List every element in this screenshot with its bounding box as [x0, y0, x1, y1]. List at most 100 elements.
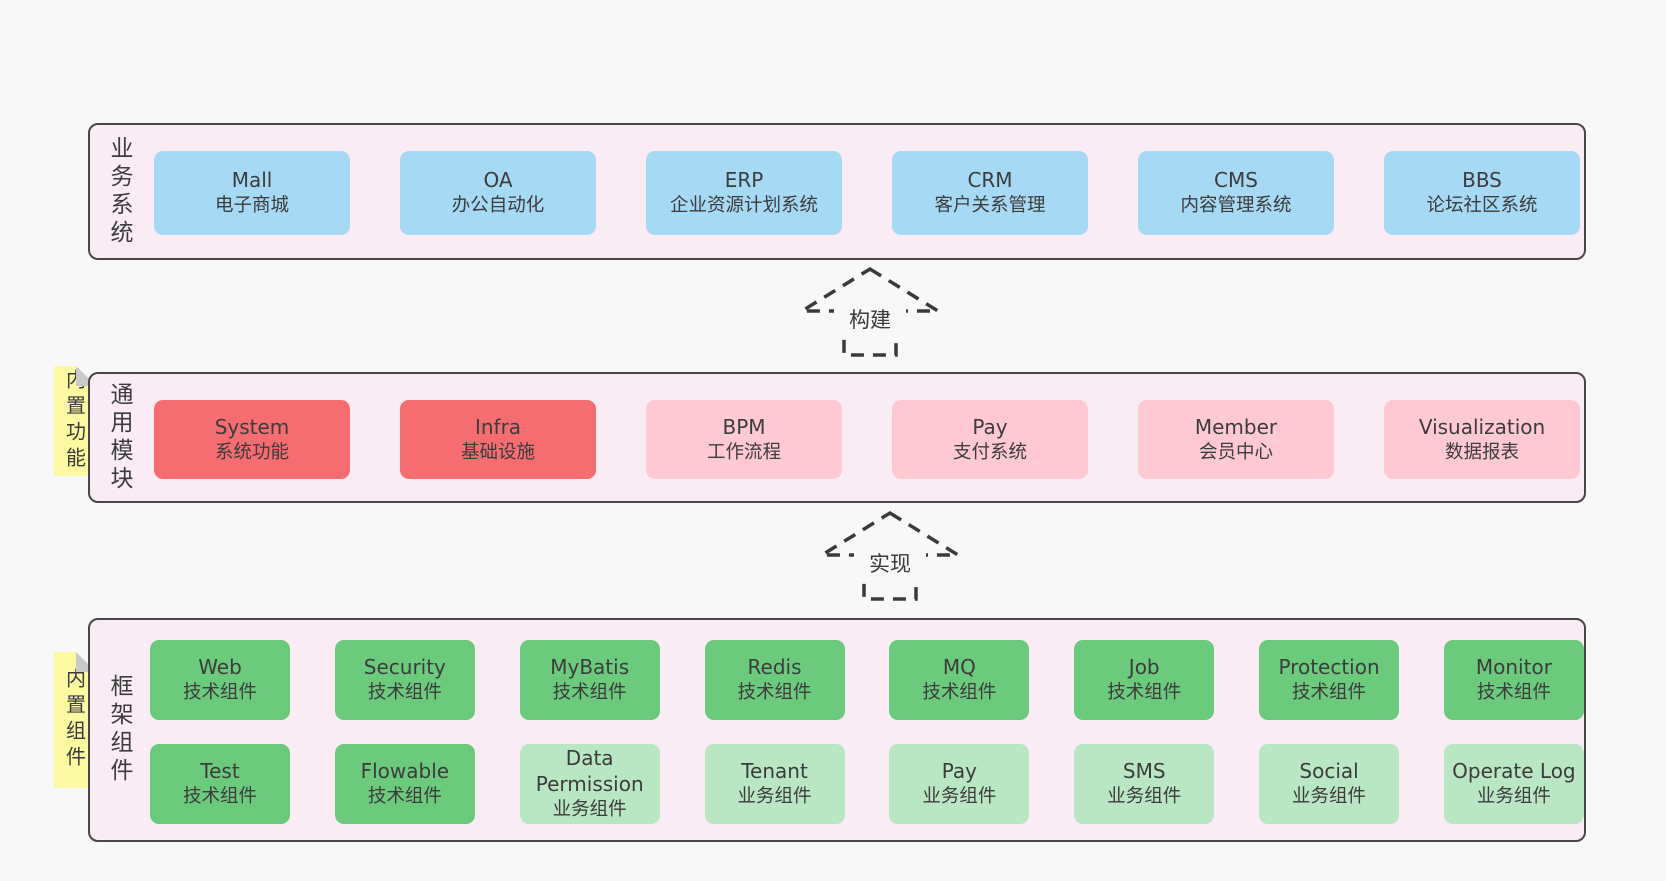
node-security: Security 技术组件 — [334, 640, 475, 720]
node-subtitle: 基础设施 — [460, 441, 535, 463]
node-title: Security — [363, 655, 446, 679]
node-title: Flowable — [360, 759, 450, 783]
node-erp: ERP 企业资源计划系统 — [646, 151, 842, 235]
node-title: Mall — [231, 168, 273, 192]
node-subtitle: 业务组件 — [1107, 786, 1182, 807]
layer-business-systems-label: 业务系统 — [106, 135, 132, 248]
node-crm: CRM 客户关系管理 — [892, 151, 1088, 235]
node-redis: Redis 技术组件 — [704, 640, 845, 720]
node-data-permission: Data Permission 业务组件 — [519, 744, 660, 824]
layer-common-modules-label: 通用模块 — [106, 381, 132, 494]
node-protection: Protection 技术组件 — [1259, 640, 1400, 720]
node-title: System — [214, 414, 290, 439]
node-subtitle: 电子商城 — [214, 195, 289, 216]
common-modules-row: System 系统功能 Infra 基础设施 BPM 工作流程 Pay 支付系统… — [154, 400, 1580, 479]
arrow-implement-label: 实现 — [869, 552, 911, 576]
node-title: Pay — [972, 414, 1008, 439]
node-subtitle: 技术组件 — [552, 682, 627, 703]
node-operate-log: Operate Log 业务组件 — [1443, 744, 1584, 824]
node-title: ERP — [724, 168, 764, 192]
node-title: Operate Log — [1452, 759, 1576, 783]
node-subtitle: 会员中心 — [1198, 441, 1273, 463]
sticky-note-built-in-features-label: 内置功能 — [62, 369, 87, 473]
node-subtitle: 数据报表 — [1444, 441, 1519, 463]
node-flowable: Flowable 技术组件 — [334, 744, 475, 824]
node-subtitle: 论坛社区系统 — [1426, 195, 1538, 216]
layer-business-systems: 业务系统 Mall 电子商城 OA 办公自动化 ERP 企业资源计划系统 CRM… — [88, 123, 1586, 260]
node-mq: MQ 技术组件 — [889, 640, 1030, 720]
node-title: Data Permission — [535, 746, 644, 796]
node-bpm: BPM 工作流程 — [646, 400, 842, 479]
node-title: Test — [200, 759, 240, 783]
node-title: OA — [483, 168, 513, 192]
arrow-build-icon: 构建 — [797, 266, 943, 357]
node-subtitle: 技术组件 — [182, 682, 257, 703]
node-title: Pay — [941, 759, 977, 783]
node-tenant: Tenant 业务组件 — [704, 744, 845, 824]
node-title: CRM — [967, 168, 1013, 192]
layer-common-modules: 通用模块 System 系统功能 Infra 基础设施 BPM 工作流程 Pay… — [88, 372, 1586, 503]
node-subtitle: 技术组件 — [1107, 682, 1182, 703]
node-monitor: Monitor 技术组件 — [1443, 640, 1584, 720]
layer-framework-components: 框架组件 Web 技术组件 Security 技术组件 MyBatis 技术组件… — [88, 618, 1586, 842]
business-systems-row: Mall 电子商城 OA 办公自动化 ERP 企业资源计划系统 CRM 客户关系… — [154, 151, 1580, 235]
node-cms: CMS 内容管理系统 — [1138, 151, 1334, 235]
node-title: Web — [198, 655, 242, 679]
node-subtitle: 业务组件 — [552, 799, 627, 820]
node-system: System 系统功能 — [154, 400, 350, 479]
layer-framework-components-label: 框架组件 — [106, 674, 132, 786]
node-sms: SMS 业务组件 — [1074, 744, 1215, 824]
arrow-build-label: 构建 — [849, 308, 891, 332]
node-subtitle: 系统功能 — [214, 441, 289, 463]
node-title: BBS — [1462, 168, 1502, 192]
node-title: Monitor — [1475, 655, 1552, 679]
node-visualization: Visualization 数据报表 — [1384, 400, 1580, 479]
node-infra: Infra 基础设施 — [400, 400, 596, 479]
node-title: Tenant — [741, 759, 808, 783]
node-title: Job — [1128, 655, 1160, 679]
node-pay-system: Pay 支付系统 — [892, 400, 1088, 479]
node-subtitle: 业务组件 — [737, 786, 812, 807]
node-title: SMS — [1122, 759, 1166, 783]
node-subtitle: 技术组件 — [1476, 682, 1551, 703]
node-title: Member — [1194, 414, 1278, 439]
node-mybatis: MyBatis 技术组件 — [519, 640, 660, 720]
node-subtitle: 技术组件 — [367, 682, 442, 703]
node-subtitle: 技术组件 — [922, 682, 997, 703]
node-title: Infra — [474, 414, 522, 439]
node-subtitle: 业务组件 — [1292, 786, 1367, 807]
node-test: Test 技术组件 — [150, 744, 290, 824]
arrow-implement-icon: 实现 — [817, 510, 963, 601]
node-title: Social — [1299, 759, 1359, 783]
node-subtitle: 业务组件 — [1476, 786, 1551, 807]
framework-components-row-2: Test 技术组件 Flowable 技术组件 Data Permission … — [150, 744, 1584, 824]
node-job: Job 技术组件 — [1074, 640, 1215, 720]
node-subtitle: 客户关系管理 — [934, 195, 1046, 216]
node-subtitle: 企业资源计划系统 — [669, 195, 818, 216]
node-title: MQ — [942, 655, 976, 679]
node-subtitle: 支付系统 — [952, 441, 1027, 463]
sticky-note-built-in-components-label: 内置组件 — [62, 668, 87, 772]
node-title: MyBatis — [550, 655, 630, 679]
node-mall: Mall 电子商城 — [154, 151, 350, 235]
node-title: BPM — [722, 414, 766, 439]
node-subtitle: 技术组件 — [182, 786, 257, 807]
node-title: CMS — [1214, 168, 1258, 192]
node-subtitle: 技术组件 — [367, 786, 442, 807]
node-subtitle: 内容管理系统 — [1180, 195, 1292, 216]
node-subtitle: 工作流程 — [706, 441, 781, 463]
node-social: Social 业务组件 — [1259, 744, 1400, 824]
node-subtitle: 技术组件 — [737, 682, 812, 703]
framework-components-row-1: Web 技术组件 Security 技术组件 MyBatis 技术组件 Redi… — [150, 640, 1584, 720]
node-bbs: BBS 论坛社区系统 — [1384, 151, 1580, 235]
node-subtitle: 办公自动化 — [451, 195, 545, 216]
node-member: Member 会员中心 — [1138, 400, 1334, 479]
node-title: Protection — [1278, 655, 1380, 679]
node-oa: OA 办公自动化 — [400, 151, 596, 235]
node-pay-component: Pay 业务组件 — [889, 744, 1030, 824]
node-title: Visualization — [1418, 414, 1546, 439]
node-subtitle: 技术组件 — [1292, 682, 1367, 703]
node-title: Redis — [747, 655, 802, 679]
node-subtitle: 业务组件 — [922, 786, 997, 807]
node-web: Web 技术组件 — [150, 640, 290, 720]
